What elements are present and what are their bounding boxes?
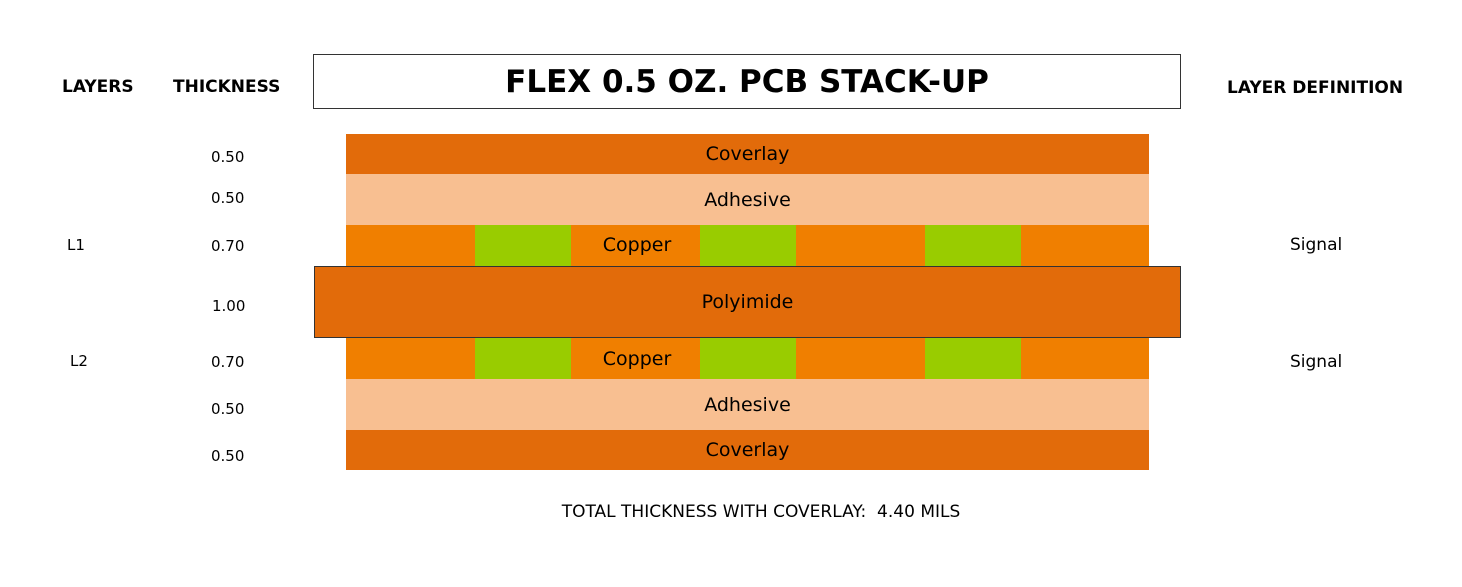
- trace-gap: [475, 338, 571, 379]
- layer-adhesive-bottom-label: Adhesive: [704, 393, 791, 416]
- layer-copper-l1: [346, 225, 1149, 266]
- layer-polyimide: Polyimide: [314, 266, 1181, 338]
- copper-segment: [346, 225, 475, 266]
- layer-coverlay-bottom-label: Coverlay: [705, 439, 790, 461]
- layers-header: LAYERS: [62, 77, 134, 97]
- copper-segment: [571, 338, 700, 379]
- thickness-coverlay-top: 0.50: [211, 148, 245, 166]
- thickness-copper-l1: 0.70: [211, 237, 245, 255]
- thickness-polyimide: 1.00: [212, 297, 246, 315]
- trace-gap: [475, 225, 571, 266]
- layer-name-l1: L1: [67, 236, 85, 254]
- layer-coverlay-bottom: Coverlay: [346, 430, 1149, 470]
- layer-adhesive-top: Adhesive: [346, 174, 1149, 225]
- copper-segment: [571, 225, 700, 266]
- definition-l1: Signal: [1290, 235, 1343, 255]
- title-box: FLEX 0.5 OZ. PCB STACK-UP: [313, 54, 1181, 109]
- layer-name-l2: L2: [70, 352, 88, 370]
- trace-gap: [700, 225, 796, 266]
- layer-adhesive-top-label: Adhesive: [704, 188, 791, 211]
- definition-l2: Signal: [1290, 352, 1343, 372]
- trace-gap: [925, 225, 1021, 266]
- thickness-copper-l2: 0.70: [211, 353, 245, 371]
- layer-definition-header: LAYER DEFINITION: [1227, 78, 1404, 98]
- trace-gap: [925, 338, 1021, 379]
- layer-polyimide-label: Polyimide: [701, 291, 794, 313]
- layer-coverlay-top-label: Coverlay: [705, 143, 790, 165]
- copper-segment: [346, 338, 475, 379]
- copper-segment: [1021, 338, 1149, 379]
- thickness-adhesive-bottom: 0.50: [211, 400, 245, 418]
- copper-segment: [796, 338, 925, 379]
- diagram-title: FLEX 0.5 OZ. PCB STACK-UP: [505, 63, 989, 100]
- layer-copper-l2: [346, 338, 1149, 379]
- layer-copper-l1-label: Copper: [602, 234, 672, 256]
- total-thickness: TOTAL THICKNESS WITH COVERLAY: 4.40 MILS: [561, 502, 961, 522]
- trace-gap: [700, 338, 796, 379]
- thickness-adhesive-top: 0.50: [211, 189, 245, 207]
- layer-coverlay-top: Coverlay: [346, 134, 1149, 174]
- layer-copper-l2-label: Copper: [602, 348, 672, 370]
- copper-segment: [796, 225, 925, 266]
- thickness-coverlay-bottom: 0.50: [211, 447, 245, 465]
- thickness-header: THICKNESS: [173, 77, 281, 97]
- layer-adhesive-bottom: Adhesive: [346, 379, 1149, 430]
- copper-segment: [1021, 225, 1149, 266]
